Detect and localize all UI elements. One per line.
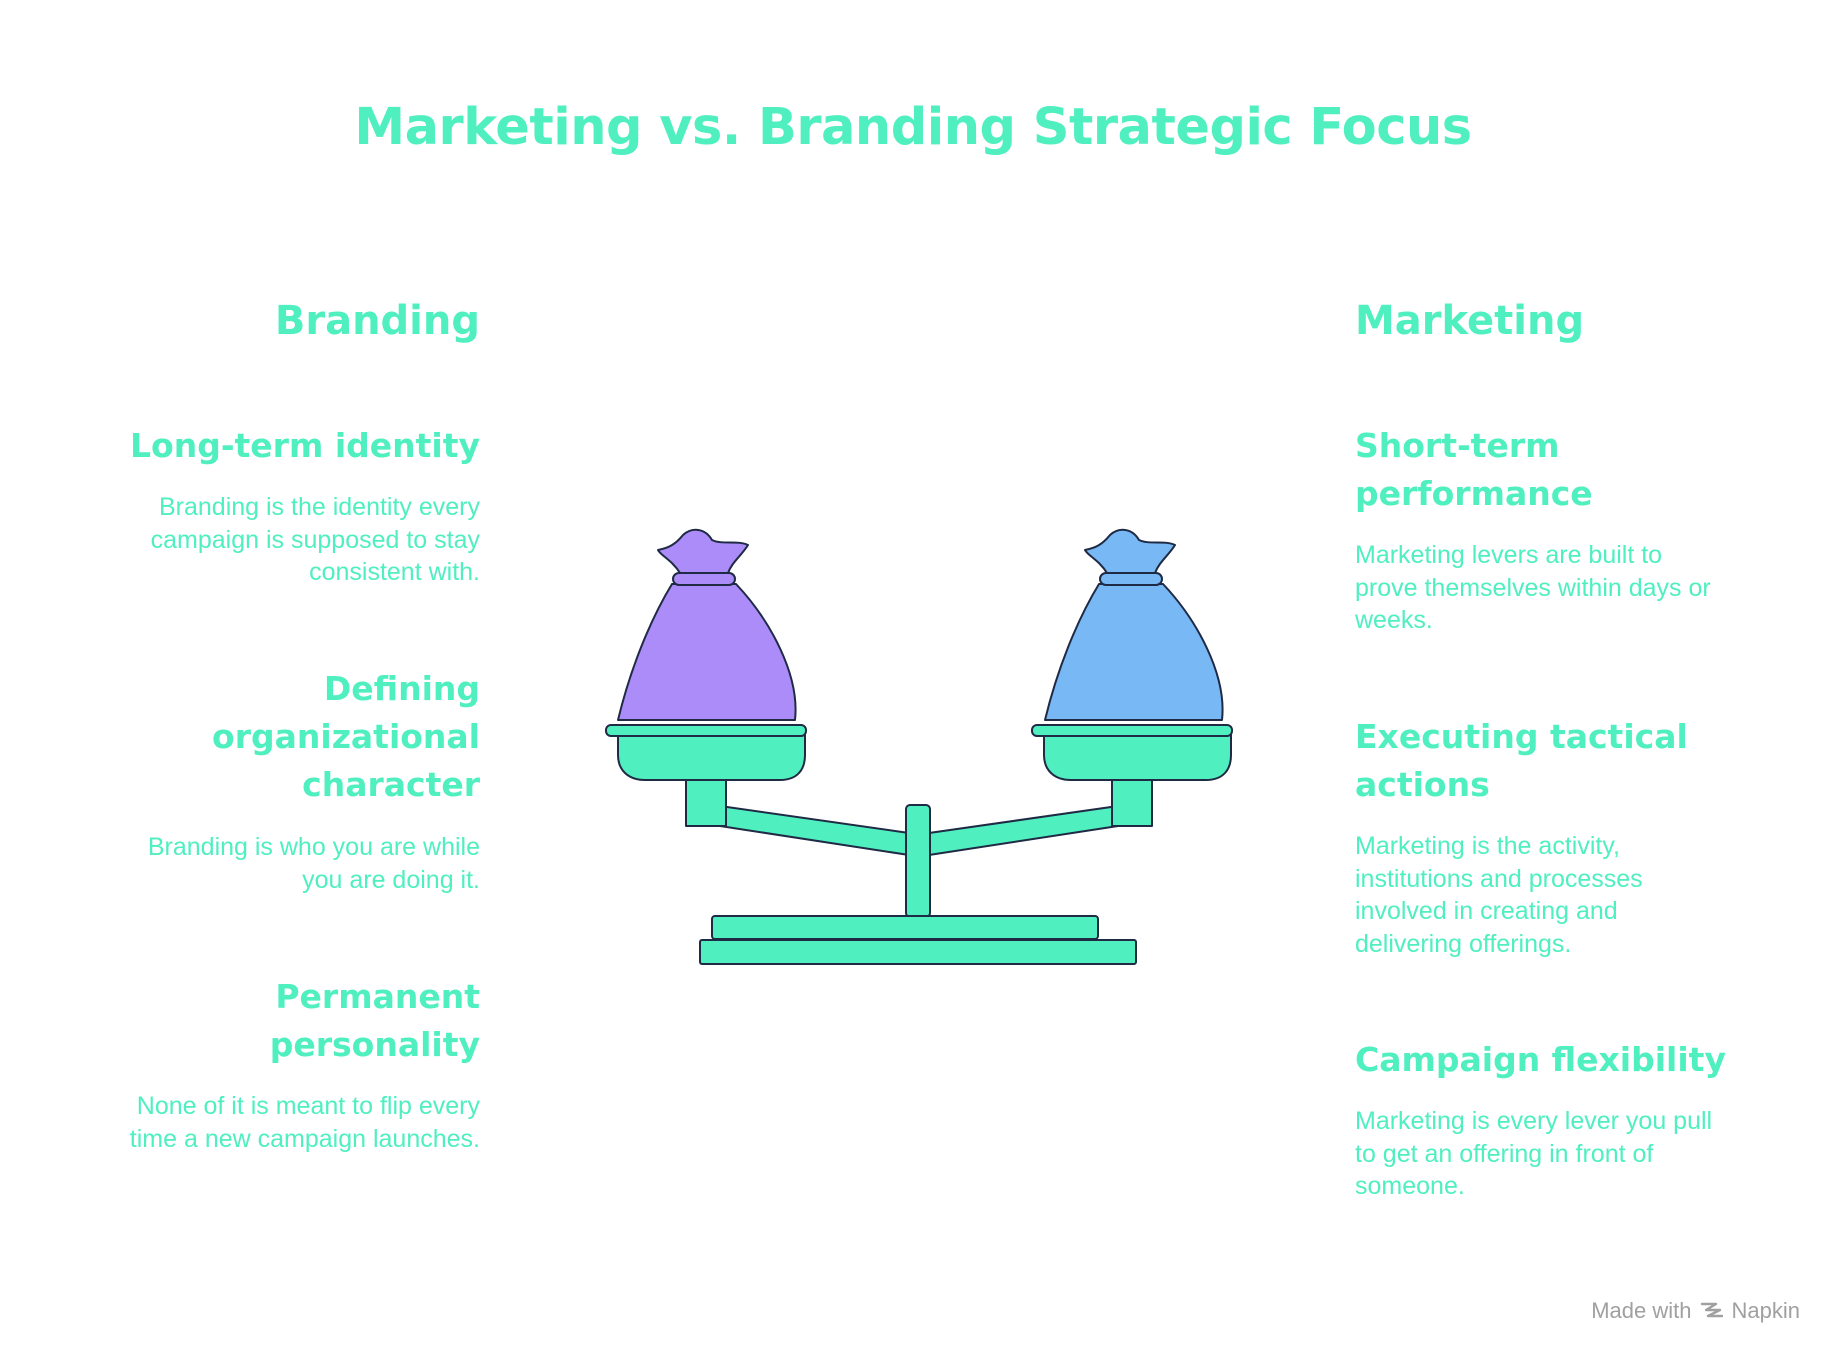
marketing-heading: Marketing <box>1355 298 1585 344</box>
branding-item-description: None of it is meant to flip every time a… <box>129 1092 480 1153</box>
marketing-item-description: Marketing is the activity, institutions … <box>1355 832 1643 958</box>
made-with-napkin-credit[interactable]: Made with Napkin <box>1540 1296 1800 1326</box>
money-bag-icon-left <box>617 528 797 721</box>
marketing-item-title: Campaign flexibility <box>1355 1040 1726 1079</box>
marketing-item-description: Marketing levers are built to prove them… <box>1355 541 1711 634</box>
branding-item-title: Permanent personality <box>269 977 480 1064</box>
marketing-item-title: Short-term performance <box>1355 426 1593 513</box>
credit-made-with-label: Made with <box>1591 1298 1692 1323</box>
balance-scale-icon <box>605 528 1233 965</box>
branding-item-description: Branding is the identity every campaign … <box>150 493 480 586</box>
credit-brand-label: Napkin <box>1731 1298 1800 1323</box>
marketing-item-title: Executing tactical actions <box>1355 717 1688 804</box>
branding-item-description: Branding is who you are while you are do… <box>147 833 480 894</box>
napkin-logo-icon <box>1700 1302 1723 1318</box>
marketing-column: Marketing Short-term performance Marketi… <box>1355 0 1745 1366</box>
branding-heading: Branding <box>274 298 480 344</box>
branding-item-title: Long-term identity <box>130 426 480 465</box>
money-bag-icon-right <box>1044 528 1224 721</box>
marketing-item-description: Marketing is every lever you pull to get… <box>1355 1107 1713 1200</box>
page-title: Marketing vs. Branding Strategic Focus <box>354 98 1472 157</box>
branding-column: Branding Long-term identity Branding is … <box>90 0 480 1366</box>
branding-item-title: Defining organizational character <box>212 669 480 804</box>
